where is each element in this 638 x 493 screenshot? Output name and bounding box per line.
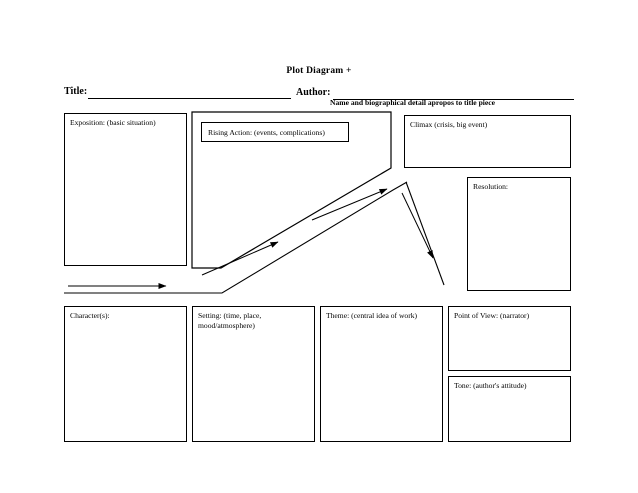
characters-box[interactable]: Character(s): (64, 306, 187, 442)
exposition-label: Exposition: (basic situation) (70, 118, 156, 127)
theme-label: Theme: (central idea of work) (326, 311, 418, 320)
tone-box[interactable]: Tone: (author's attitude) (448, 376, 571, 442)
setting-label: Setting: (time, place, mood/atmosphere) (198, 311, 262, 331)
theme-box[interactable]: Theme: (central idea of work) (320, 306, 443, 442)
point-of-view-box[interactable]: Point of View: (narrator) (448, 306, 571, 371)
falling-action-arrow (401, 192, 434, 259)
falling-action-line (405, 181, 445, 286)
resolution-label: Resolution: (473, 182, 509, 191)
climax-label: Climax (crisis, big event) (410, 120, 488, 129)
setting-box[interactable]: Setting: (time, place, mood/atmosphere) (192, 306, 315, 442)
title-field-label: Title: (64, 86, 88, 97)
rising-action-label: Rising Action: (events, complications) (208, 128, 325, 137)
characters-label: Character(s): (70, 311, 110, 320)
page-title: Plot Diagram + (286, 66, 352, 76)
author-field-label: Author: (296, 87, 331, 98)
title-input-rule[interactable] (88, 98, 291, 99)
author-input-rule[interactable] (333, 99, 574, 100)
resolution-box[interactable]: Resolution: (467, 177, 571, 291)
climax-box[interactable]: Climax (crisis, big event) (404, 115, 571, 168)
exposition-box[interactable]: Exposition: (basic situation) (64, 113, 187, 266)
title-author-line: Title: Author: (64, 86, 574, 102)
rising-action-label-box[interactable]: Rising Action: (events, complications) (201, 122, 349, 142)
point-of-view-label: Point of View: (narrator) (454, 311, 530, 320)
author-hint-text: Name and biographical detail apropos to … (330, 98, 496, 107)
tone-label: Tone: (author's attitude) (454, 381, 527, 390)
